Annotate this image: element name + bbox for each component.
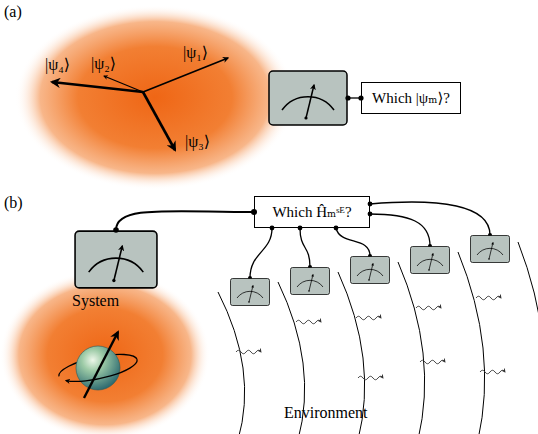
wire-dot xyxy=(368,254,372,258)
fragment-arc xyxy=(458,252,485,434)
wave-packet xyxy=(358,376,383,380)
wave-packet xyxy=(420,360,445,364)
panel-label: (b) xyxy=(4,194,23,212)
state-space-blob: |ψ₄⟩ |ψ₂⟩ |ψ₁⟩ |ψ₃⟩ xyxy=(15,5,295,190)
fragment-wires xyxy=(250,202,490,278)
environment-fragments xyxy=(218,242,538,434)
wire xyxy=(250,228,272,278)
meter-symbol xyxy=(351,257,390,284)
question-box: Which Ĥₘˢᴱ? xyxy=(254,196,370,228)
meter-symbol xyxy=(471,236,510,263)
wave-packet xyxy=(356,316,381,320)
meter-symbol xyxy=(231,279,270,306)
wire xyxy=(336,228,370,256)
meter-symbol xyxy=(291,268,330,295)
wave-packet xyxy=(476,296,501,300)
region-label: Environment xyxy=(284,404,368,422)
wave-packet xyxy=(480,370,505,374)
panel-label: (a) xyxy=(4,3,22,21)
wire xyxy=(116,211,254,230)
fragment-arc xyxy=(518,242,538,434)
blob-shape xyxy=(15,5,295,190)
question-box: Which |ψₘ⟩? xyxy=(361,82,461,114)
shape-label: |ψ₁⟩ xyxy=(183,43,208,62)
box-text: Which |ψₘ⟩? xyxy=(372,89,450,107)
wave-packet xyxy=(296,320,321,324)
shape-label: System xyxy=(72,292,119,310)
box-text: Which Ĥₘˢᴱ? xyxy=(272,203,351,221)
wave-packet xyxy=(236,350,261,354)
wire xyxy=(300,228,310,267)
shape-label: |ψ₃⟩ xyxy=(185,132,210,151)
wire-dot xyxy=(113,227,119,233)
fragment-arc xyxy=(218,292,245,434)
wire xyxy=(348,97,361,98)
meter-symbol xyxy=(411,247,450,274)
wire-dots xyxy=(248,202,492,280)
wave-packet xyxy=(416,306,441,310)
shape-label: |ψ₂⟩ xyxy=(91,54,116,73)
fragment-arc xyxy=(398,262,425,434)
wave-packets xyxy=(236,296,505,380)
wire-dot xyxy=(488,233,492,237)
wire xyxy=(370,202,490,235)
orange-glow xyxy=(0,270,210,434)
system-blob: System xyxy=(0,270,210,434)
wire-dot xyxy=(248,276,252,280)
orange-glow xyxy=(15,5,295,190)
wire xyxy=(370,214,430,246)
wire-dot xyxy=(345,95,350,100)
wire-dot xyxy=(428,244,432,248)
wire-dot xyxy=(308,265,312,269)
shape-label: |ψ₄⟩ xyxy=(45,55,70,74)
